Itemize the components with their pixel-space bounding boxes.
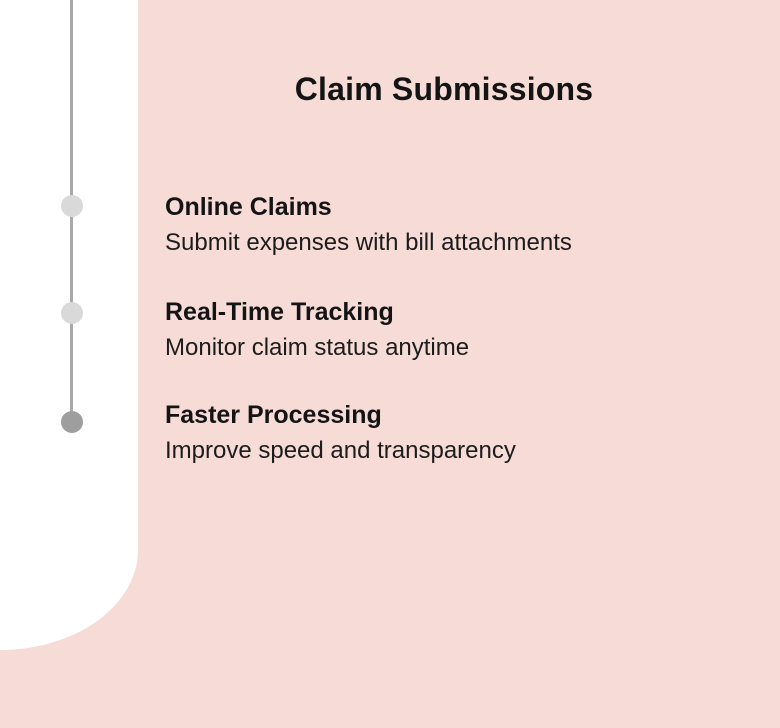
timeline-item-heading: Real-Time Tracking [165,298,394,326]
timeline-item-real-time-tracking: Real-Time Tracking Monitor claim status … [165,298,725,362]
timeline-dot-1 [61,195,83,217]
left-rail-panel [0,0,138,650]
timeline-dot-3 [61,411,83,433]
timeline-item-description: Improve speed and transparency [165,437,516,464]
timeline-item-description: Monitor claim status anytime [165,334,470,361]
timeline-dot-2 [61,302,83,324]
timeline-item-description: Submit expenses with bill attachments [165,229,572,256]
timeline-item-heading: Online Claims [165,193,332,221]
page-title: Claim Submissions [294,71,594,108]
timeline-item-faster-processing: Faster Processing Improve speed and tran… [165,401,725,465]
timeline-item-online-claims: Online Claims Submit expenses with bill … [165,193,725,257]
timeline-item-heading: Faster Processing [165,401,382,429]
